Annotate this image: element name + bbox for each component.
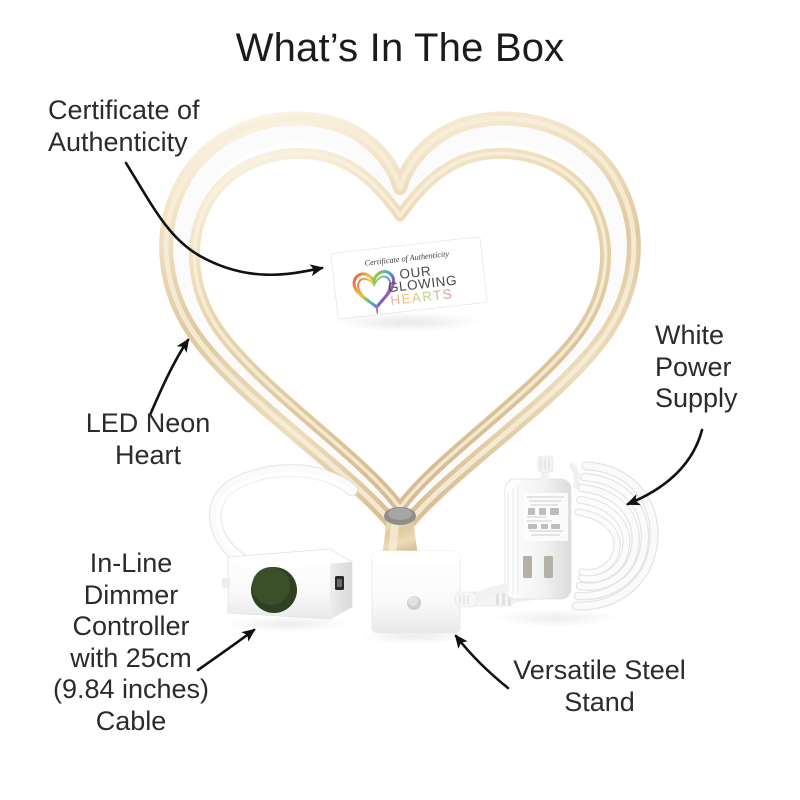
- callout-label-certificate: Certificate of Authenticity: [48, 95, 200, 157]
- callout-label-stand: Versatile Steel Stand: [513, 655, 686, 717]
- coiled-cable: [569, 461, 659, 611]
- brand-line-3: HEARTS: [390, 286, 454, 308]
- certification-marks: [528, 508, 560, 529]
- brand-line-1: OUR: [399, 263, 432, 282]
- page-title: What’s In The Box: [235, 26, 565, 70]
- dimmer-cable: [208, 463, 359, 567]
- dimmer-controller: [222, 548, 353, 632]
- callout-label-dimmer: In-Line Dimmer Controller with 25cm (9.8…: [52, 548, 210, 736]
- power-supply: [454, 455, 659, 627]
- spec-label-lines: [527, 496, 564, 536]
- certificate-card: Certificate of Authenticity OUR GLOWING …: [330, 236, 488, 332]
- callout-label-led-neon-heart: LED Neon Heart: [85, 408, 211, 470]
- neon-heart: [155, 107, 645, 561]
- callout-label-power-supply: White Power Supply: [655, 320, 738, 414]
